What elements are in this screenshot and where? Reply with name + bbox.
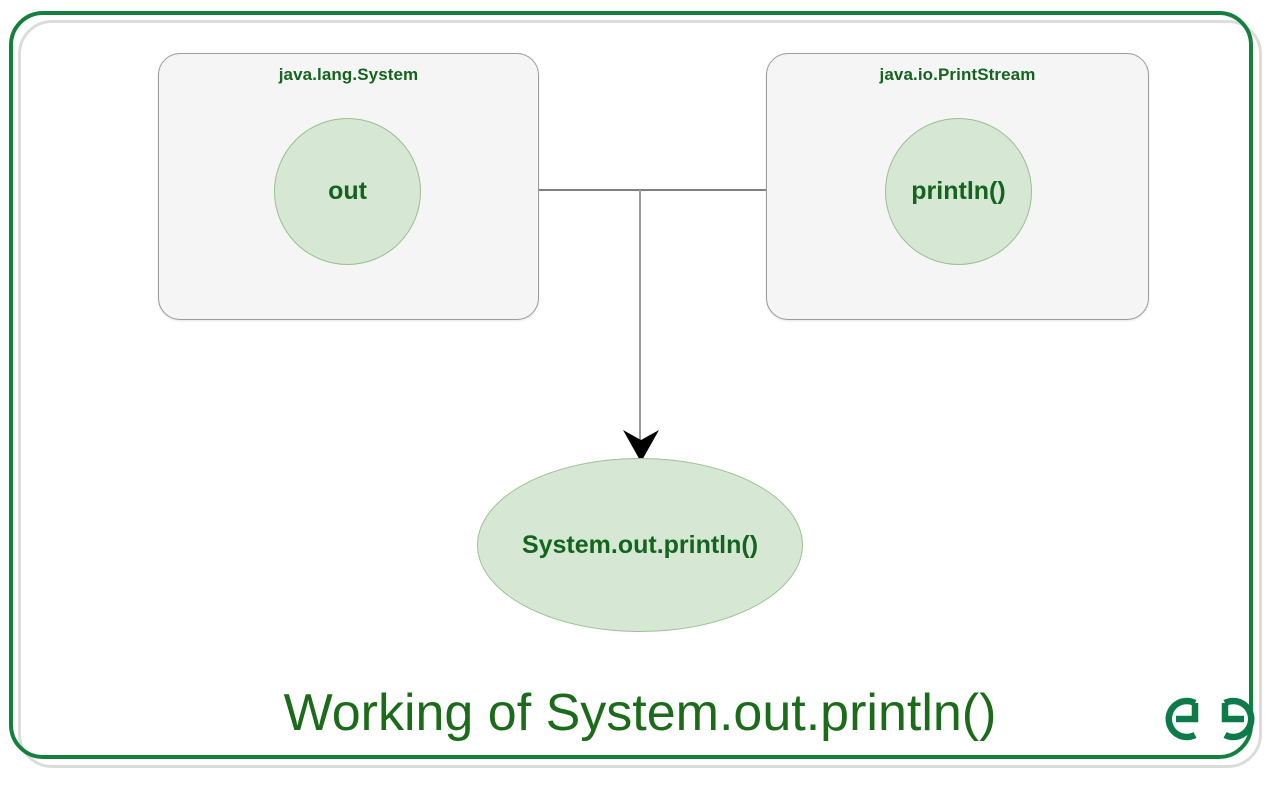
class-box-java-io-printstream[interactable]: java.io.PrintStream println() [766, 53, 1149, 320]
frame-shadow-border [18, 20, 1262, 768]
result-node-system-out-println[interactable]: System.out.println() [477, 458, 803, 632]
member-node-label: out [328, 177, 367, 205]
member-node-out[interactable]: out [274, 118, 421, 265]
member-node-label: println() [911, 177, 1006, 205]
connector-vertical-to-result [639, 190, 642, 440]
frame-green-border [9, 11, 1253, 759]
diagram-caption: Working of System.out.println() [283, 684, 997, 742]
arrow-head-icon [623, 430, 659, 462]
geeksforgeeks-logo-icon [1165, 697, 1255, 741]
class-box-title: java.io.PrintStream [879, 65, 1036, 84]
class-box-java-lang-system[interactable]: java.lang.System out [158, 53, 539, 320]
member-node-println[interactable]: println() [885, 118, 1032, 265]
class-box-title: java.lang.System [278, 65, 419, 84]
connector-horizontal-system-to-printstream [539, 189, 766, 191]
result-node-label: System.out.println() [521, 530, 759, 559]
